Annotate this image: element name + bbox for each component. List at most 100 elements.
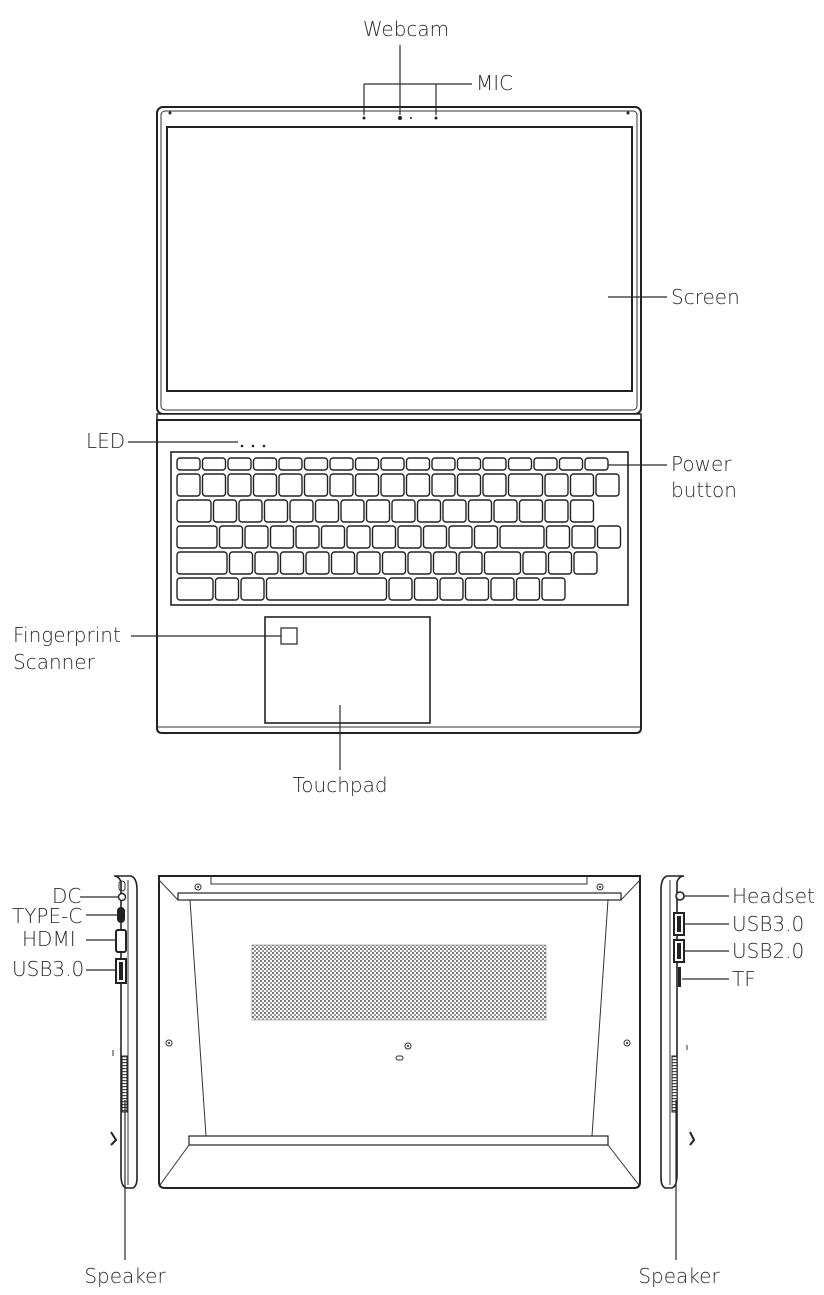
mic-left — [362, 116, 366, 120]
keyboard-key — [381, 551, 407, 575]
keyboard-key — [490, 577, 515, 601]
keyboard-key — [448, 525, 473, 549]
keyboard-key — [278, 473, 303, 497]
keyboard — [176, 457, 622, 601]
label-speaker-left: Speaker — [84, 1264, 166, 1288]
keyboard-key — [212, 499, 238, 523]
hdmi-port — [115, 929, 127, 953]
label-usb20: USB2.0 — [732, 939, 804, 963]
keyboard-key — [483, 551, 522, 575]
webcam-lens — [398, 116, 402, 120]
keyboard-key — [533, 457, 558, 471]
label-screen: Screen — [671, 285, 740, 309]
keyboard-key — [330, 551, 356, 575]
label-fingerprint: Fingerprint — [13, 623, 121, 647]
screen-panel — [166, 126, 633, 392]
keyboard-key — [569, 473, 595, 497]
keyboard-key — [354, 473, 380, 497]
keyboard-key — [545, 525, 571, 549]
keyboard-key — [407, 551, 432, 575]
keyboard-key — [544, 499, 569, 523]
keyboard-key — [329, 457, 354, 471]
keyboard-key — [541, 577, 566, 601]
label-power-button: Power — [671, 452, 732, 476]
keyboard-key — [244, 525, 269, 549]
screws — [165, 883, 631, 1061]
keyboard-key — [371, 525, 397, 549]
keyboard-key — [227, 457, 252, 471]
keyboard-key — [295, 525, 320, 549]
speaker-grille-right — [671, 1055, 678, 1113]
label-dc: DC — [52, 884, 81, 908]
keyboard-key — [558, 457, 584, 471]
keyboard-key — [340, 499, 365, 523]
keyboard-key — [303, 457, 329, 471]
keyboard-key — [354, 457, 380, 471]
keyboard-key — [473, 525, 499, 549]
keyboard-key — [467, 499, 493, 523]
vent-grille — [251, 944, 547, 1021]
keyboard-key — [464, 577, 490, 601]
keyboard-key — [279, 551, 305, 575]
keyboard-key — [431, 473, 456, 497]
keyboard-key — [456, 457, 482, 471]
fingerprint-sensor — [280, 627, 298, 645]
keyboard-key — [278, 457, 303, 471]
keyboard-key — [515, 577, 541, 601]
keyboard-key — [305, 551, 330, 575]
mic-right — [434, 116, 438, 120]
keyboard-key — [356, 551, 381, 575]
keyboard-key — [329, 473, 354, 497]
keyboard-key — [442, 499, 467, 523]
label-mic: MIC — [476, 71, 513, 95]
keyboard-key — [507, 473, 544, 497]
keyboard-key — [201, 457, 227, 471]
left-side-view — [110, 875, 138, 1189]
keyboard-key — [263, 499, 289, 523]
keyboard-key — [573, 551, 598, 575]
keyboard-key — [218, 525, 244, 549]
dc-port — [118, 880, 126, 892]
keyboard-key — [397, 525, 422, 549]
keyboard-key — [346, 525, 371, 549]
label-power-button-2: button — [671, 478, 737, 502]
keyboard-key — [240, 577, 265, 601]
keyboard-key — [176, 577, 214, 601]
keyboard-key — [422, 525, 448, 549]
keyboard-key — [176, 499, 212, 523]
label-usb30-left: USB3.0 — [12, 957, 84, 981]
label-fingerprint-2: Scanner — [13, 650, 96, 674]
keyboard-key — [365, 499, 391, 523]
keyboard-key — [596, 525, 622, 549]
keyboard-key — [416, 499, 442, 523]
keyboard-key — [493, 499, 518, 523]
keyboard-key — [391, 499, 416, 523]
keyboard-key — [269, 525, 295, 549]
keyboard-key — [544, 473, 569, 497]
keyboard-key — [303, 473, 329, 497]
keyboard-key — [320, 525, 346, 549]
keyboard-key — [176, 473, 201, 497]
top-callouts: Webcam MIC Screen LED Power button Finge… — [13, 17, 740, 797]
keyboard-key — [380, 457, 405, 471]
keyboard-key — [458, 551, 483, 575]
top-view — [156, 106, 642, 734]
label-speaker-right: Speaker — [638, 1264, 720, 1288]
keyboard-key — [522, 551, 547, 575]
keyboard-key — [413, 577, 439, 601]
keyboard-key — [499, 525, 545, 549]
keyboard-key — [518, 499, 544, 523]
keyboard-key — [228, 551, 254, 575]
keyboard-key — [176, 525, 218, 549]
keyboard-key — [238, 499, 263, 523]
keyboard-key — [214, 577, 240, 601]
label-headset: Headset — [732, 884, 815, 908]
label-touchpad: Touchpad — [292, 773, 387, 797]
led-dot — [251, 444, 255, 448]
type-c-port — [117, 907, 125, 923]
keyboard-key — [176, 551, 228, 575]
keyboard-key — [252, 457, 278, 471]
keyboard-key — [456, 473, 482, 497]
keyboard-key — [388, 577, 413, 601]
keyboard-key — [431, 457, 456, 471]
